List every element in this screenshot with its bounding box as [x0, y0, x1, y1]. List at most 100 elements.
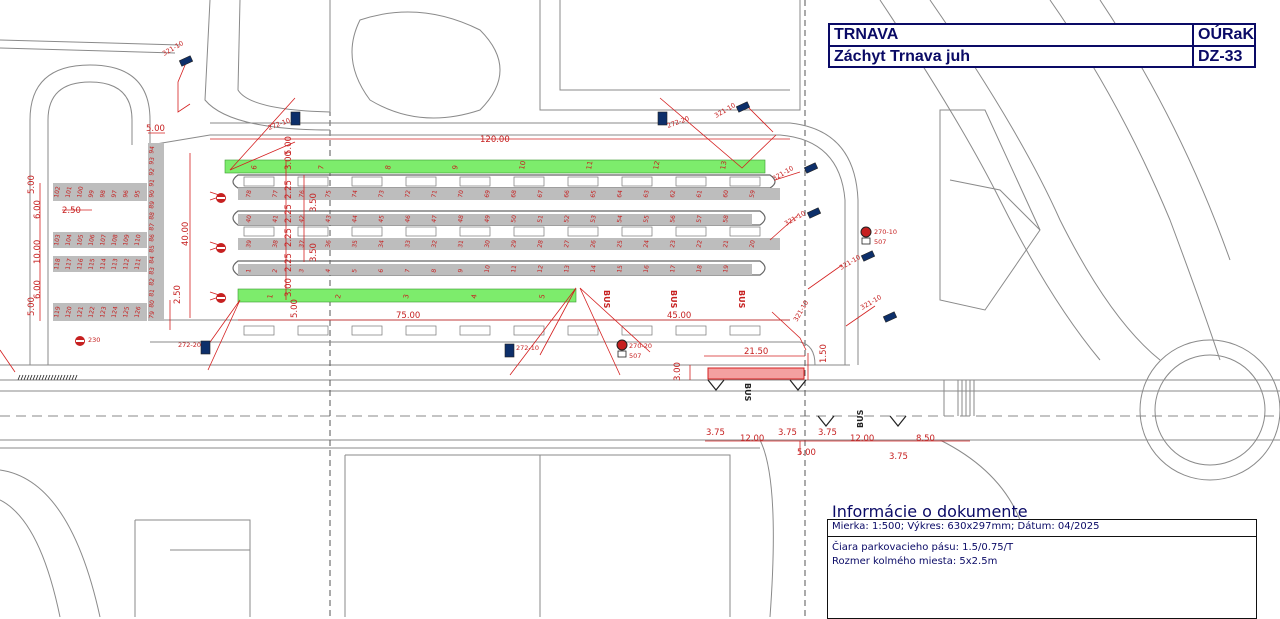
aisle-3-box: [243, 325, 275, 336]
row-a-space-70: 70: [457, 189, 465, 198]
row-d-space-1: 1: [245, 268, 253, 273]
bus-marking-4: BUS: [743, 383, 752, 402]
hatch-mark: [35, 374, 39, 381]
drawing-code: DZ-33: [1192, 47, 1258, 67]
row-d-space-8: 8: [431, 268, 439, 273]
aisle-2-box: [513, 226, 545, 237]
left-col-space-84: 84: [148, 255, 156, 264]
dim-2-25-d: 2.25: [284, 253, 294, 272]
aisle-3-box: [567, 325, 599, 336]
aisle-3-box: [459, 325, 491, 336]
row-d-space-4: 4: [325, 268, 333, 273]
aisle-1-box: [567, 176, 599, 187]
aisle-3-box: [621, 325, 653, 336]
row-a-space-74: 74: [351, 189, 359, 198]
green-top-label-9: 9: [451, 165, 460, 171]
left-bot-space-125: 125: [122, 306, 131, 319]
aisle-1-box: [405, 176, 437, 187]
left-mid2-space-113: 113: [111, 258, 120, 271]
row-a-space-68: 68: [510, 189, 518, 198]
dim-8-50: 8.50: [916, 434, 935, 444]
row-b-space-46: 46: [404, 214, 412, 223]
city-name: TRNAVA: [834, 26, 899, 43]
aisle-1-box: [729, 176, 761, 187]
aisle-1-box: [351, 176, 383, 187]
row-b-space-55: 55: [643, 214, 651, 223]
left-mid1-space-103: 103: [53, 234, 62, 247]
dim-5-00-b: 5.00: [290, 299, 300, 318]
green-top-label-8: 8: [384, 165, 393, 171]
hatch-mark: [26, 374, 30, 381]
green-top-label-10: 10: [518, 160, 527, 170]
left-col-space-88: 88: [148, 211, 156, 220]
bus-bay: [707, 367, 805, 380]
row-c-space-39: 39: [245, 239, 253, 248]
dim-5-00: 5.00: [284, 136, 294, 155]
row-c-space-24: 24: [643, 239, 651, 248]
dim-3-75-a: 3.75: [706, 428, 725, 438]
row-d-space-11: 11: [510, 264, 518, 273]
dim-3-75-c: 3.75: [818, 428, 837, 438]
left-row-bot: [53, 303, 147, 321]
left-row-mid2: [53, 256, 147, 272]
dim-3-00-c: 3.00: [673, 362, 683, 381]
left-mid2-space-117: 117: [65, 258, 74, 271]
row-a-space-75: 75: [325, 189, 333, 198]
info-scale-line: Mierka: 1:500; Výkres: 630x297mm; Dátum:…: [832, 521, 1100, 532]
row-d-space-19: 19: [722, 264, 730, 273]
row-b-space-51: 51: [537, 214, 545, 223]
left-col-space-89: 89: [148, 200, 156, 209]
aisle-2-box: [675, 226, 707, 237]
hatch-mark: [47, 374, 51, 381]
row-b-space-52: 52: [563, 214, 571, 223]
green-lane-bottom: [237, 288, 577, 303]
bus-zigzags: [707, 379, 907, 427]
title-block: TRNAVA OÚRaK Záchyt Trnava juh DZ-33: [828, 23, 1256, 68]
hatch-mark: [38, 374, 42, 381]
green-bottom-label-5: 5: [538, 294, 547, 300]
row-d-space-16: 16: [643, 264, 651, 273]
white-space-boxes: [243, 176, 761, 336]
sign-label-507-a: 507: [874, 238, 886, 246]
green-bottom-label-4: 4: [470, 293, 479, 299]
left-col-space-91: 91: [148, 178, 156, 187]
project-name: Záchyt Trnava juh: [834, 48, 971, 65]
green-bottom-label-2: 2: [334, 294, 343, 300]
left-mid2-space-112: 112: [122, 258, 131, 271]
row-b-space-57: 57: [696, 214, 704, 223]
row-d-space-18: 18: [696, 264, 704, 273]
row-d-space-6: 6: [378, 268, 386, 273]
sign-label-507-b: 507: [629, 352, 641, 360]
left-mid2-space-116: 116: [76, 258, 85, 271]
left-col-space-94: 94: [148, 145, 156, 154]
row-a-space-67: 67: [537, 189, 545, 198]
green-top-label-7: 7: [317, 165, 326, 171]
entry-hatch: [17, 374, 78, 381]
row-b-space-54: 54: [616, 214, 624, 223]
hatch-mark: [74, 374, 78, 381]
hatch-mark: [44, 374, 48, 381]
row-c-space-22: 22: [696, 239, 704, 248]
row-c-space-23: 23: [669, 239, 677, 248]
dim-top-length: 120.00: [480, 135, 510, 145]
aisle-2-box: [351, 226, 383, 237]
row-a-space-63: 63: [643, 189, 651, 198]
left-mid1-space-109: 109: [122, 234, 131, 247]
info-separator: [828, 536, 1256, 537]
row-a-space-69: 69: [484, 189, 492, 198]
sign-label-321-a: 321-10: [161, 39, 185, 57]
row-a-space-65: 65: [590, 189, 598, 198]
green-top-label-12: 12: [652, 160, 661, 170]
parking-row-a: [238, 188, 780, 200]
sign-label-270-20: 270-20: [629, 342, 652, 350]
left-col-space-82: 82: [148, 277, 156, 286]
row-b-space-49: 49: [484, 214, 492, 223]
left-bot-space-121: 121: [76, 306, 85, 319]
aisle-2-box: [621, 226, 653, 237]
left-top-space-98: 98: [99, 189, 107, 198]
dim-75-00: 75.00: [396, 311, 420, 321]
info-line-marking: Čiara parkovacieho pásu: 1.5/0.75/T: [832, 542, 1014, 553]
hatch-mark: [41, 374, 45, 381]
